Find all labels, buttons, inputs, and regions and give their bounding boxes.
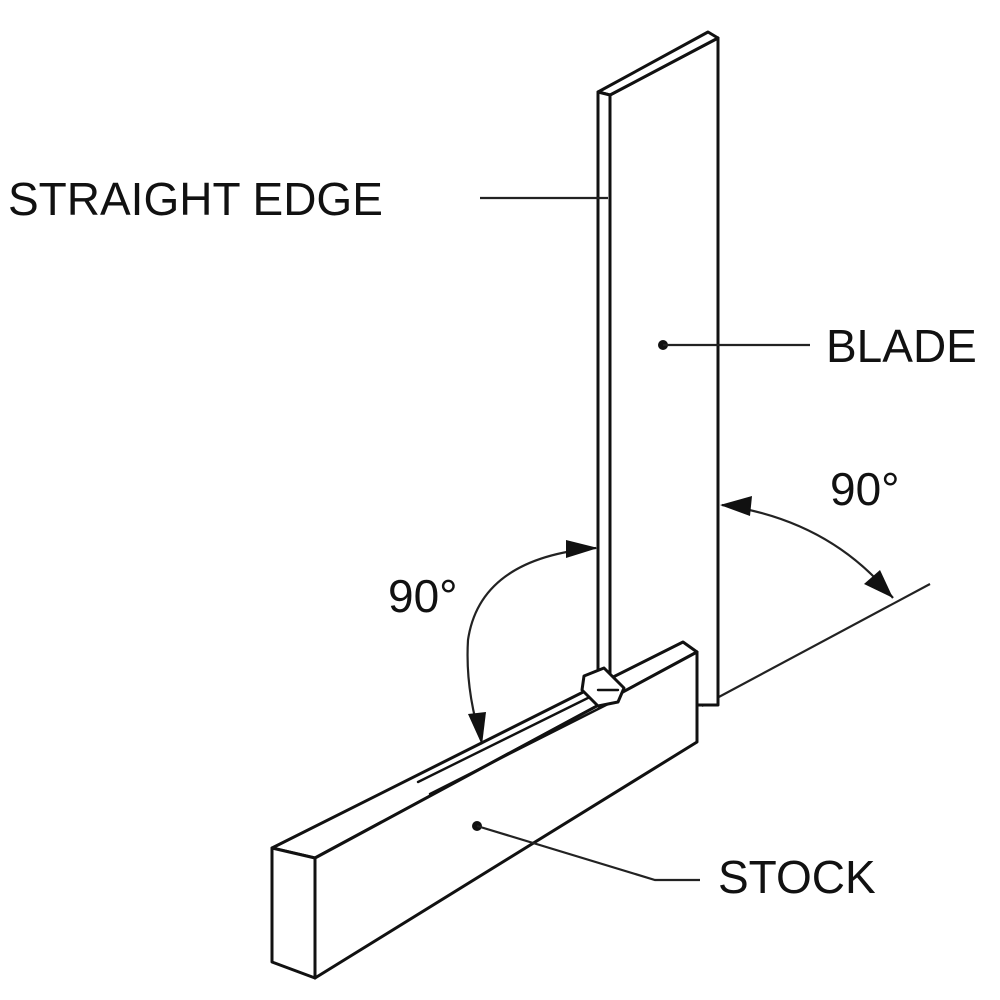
arrow-down-inner	[468, 712, 486, 745]
reference-line	[701, 583, 931, 707]
angle-outer-label: 90°	[830, 463, 900, 515]
stock	[270, 640, 699, 980]
straight-edge-label: STRAIGHT EDGE	[8, 173, 383, 225]
arrow-down-outer	[864, 570, 893, 598]
blade-rivet	[580, 666, 626, 708]
stock-slot-line-2	[428, 701, 612, 796]
stock-slot-line	[416, 690, 602, 784]
blade-face	[608, 36, 720, 707]
angle-inner-label: 90°	[388, 570, 458, 622]
arrow-up-outer	[720, 496, 752, 516]
arrow-right-inner	[566, 540, 598, 558]
blade-straight-edge-face	[596, 90, 612, 692]
stock-label: STOCK	[718, 851, 876, 903]
blade	[596, 30, 720, 707]
stock-end-face	[270, 846, 317, 980]
angle-arc-outer	[720, 496, 894, 599]
stock-leader	[476, 824, 700, 882]
blade-label: BLADE	[826, 320, 977, 372]
stock-front-face	[313, 650, 699, 980]
angle-arc-inner	[466, 540, 598, 745]
